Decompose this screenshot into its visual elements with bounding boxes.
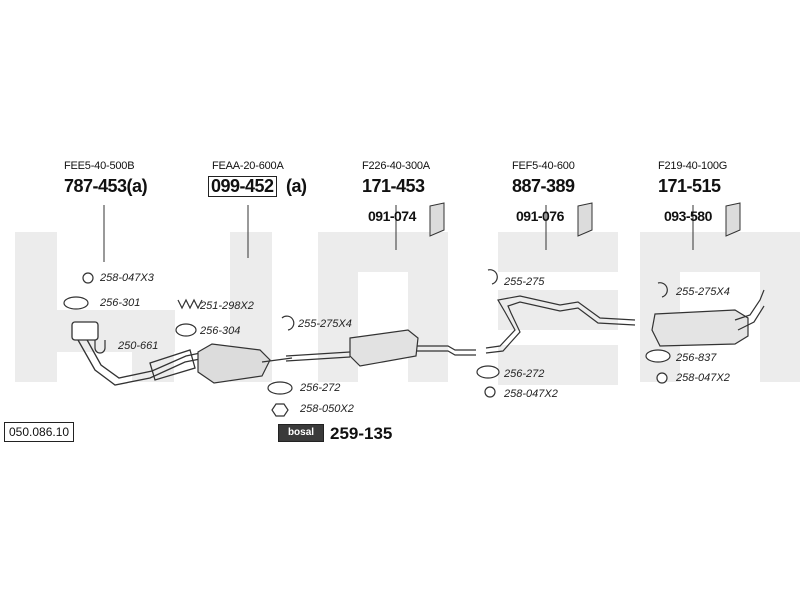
catalytic-converter-drawing [197,343,293,384]
part-label[interactable]: 255-275X4 [676,286,730,298]
column-3-ref: F226-40-300A [362,160,430,172]
column-5-part-no[interactable]: 171-515 [658,176,721,196]
column-2-ref: FEAA-20-600A [212,160,284,172]
diagram-code: 050.086.10 [4,422,75,442]
column-2-suffix: (a) [286,176,307,196]
nut-icon [656,372,668,384]
column-2-part-no[interactable]: 099-452 [208,176,277,197]
middle-muffler-drawing [349,329,419,367]
gasket-icon [63,296,89,310]
spring-icon [177,298,203,310]
column-1-part-no[interactable]: 787-453(a) [64,176,148,196]
part-label[interactable]: 251-298X2 [200,300,254,312]
rear-pipe-drawing [485,295,636,354]
column-4-ref: FEF5-40-600 [512,160,575,172]
clamp-icon [281,315,295,331]
part-label[interactable]: 256-272 [300,382,341,394]
part-label[interactable]: 258-047X3 [100,272,154,284]
part-label[interactable]: 255-275 [504,276,545,288]
middle-pipe-drawing [285,345,476,362]
part-label[interactable]: 255-275X4 [298,318,352,330]
rubber-hanger-icon [577,202,593,237]
nut-icon [484,386,496,398]
column-3-part-no[interactable]: 171-453 [362,176,425,196]
gasket-icon [267,381,293,395]
nut-icon [82,272,94,284]
part-label[interactable]: 250-661 [118,340,159,352]
column-5-ref: F219-40-100G [658,160,728,172]
column-5-sub-part[interactable]: 093-580 [664,208,712,224]
part-label[interactable]: 258-047X2 [504,388,558,400]
column-3-sub-part[interactable]: 091-074 [368,208,416,224]
gasket-icon [645,349,671,363]
rubber-hanger-icon [429,202,445,237]
bosal-logo: bosal [278,424,324,442]
part-label[interactable]: 256-272 [504,368,545,380]
rear-muffler-drawing [651,289,765,347]
column-1-ref: FEE5-40-500B [64,160,135,172]
bosal-watermark [15,232,800,385]
u-bolt-icon [94,340,106,354]
column-4-part-no[interactable]: 887-389 [512,176,575,196]
rubber-hanger-icon [725,202,741,237]
rubber-mount-icon [487,269,498,285]
ring-icon [175,323,197,337]
column-4-sub-part[interactable]: 091-076 [516,208,564,224]
part-label[interactable]: 256-304 [200,325,241,337]
gasket-icon [476,365,500,379]
clamp-icon [657,282,668,298]
part-label[interactable]: 256-837 [676,352,717,364]
front-pipe-drawing [71,321,206,386]
mount-icons [429,202,741,237]
bosal-kit-part-no[interactable]: 259-135 [330,424,393,443]
part-label[interactable]: 258-047X2 [676,372,730,384]
part-label[interactable]: 258-050X2 [300,403,354,415]
part-label[interactable]: 256-301 [100,297,141,309]
nut-icon [271,403,289,417]
hardware-icons [63,269,671,417]
